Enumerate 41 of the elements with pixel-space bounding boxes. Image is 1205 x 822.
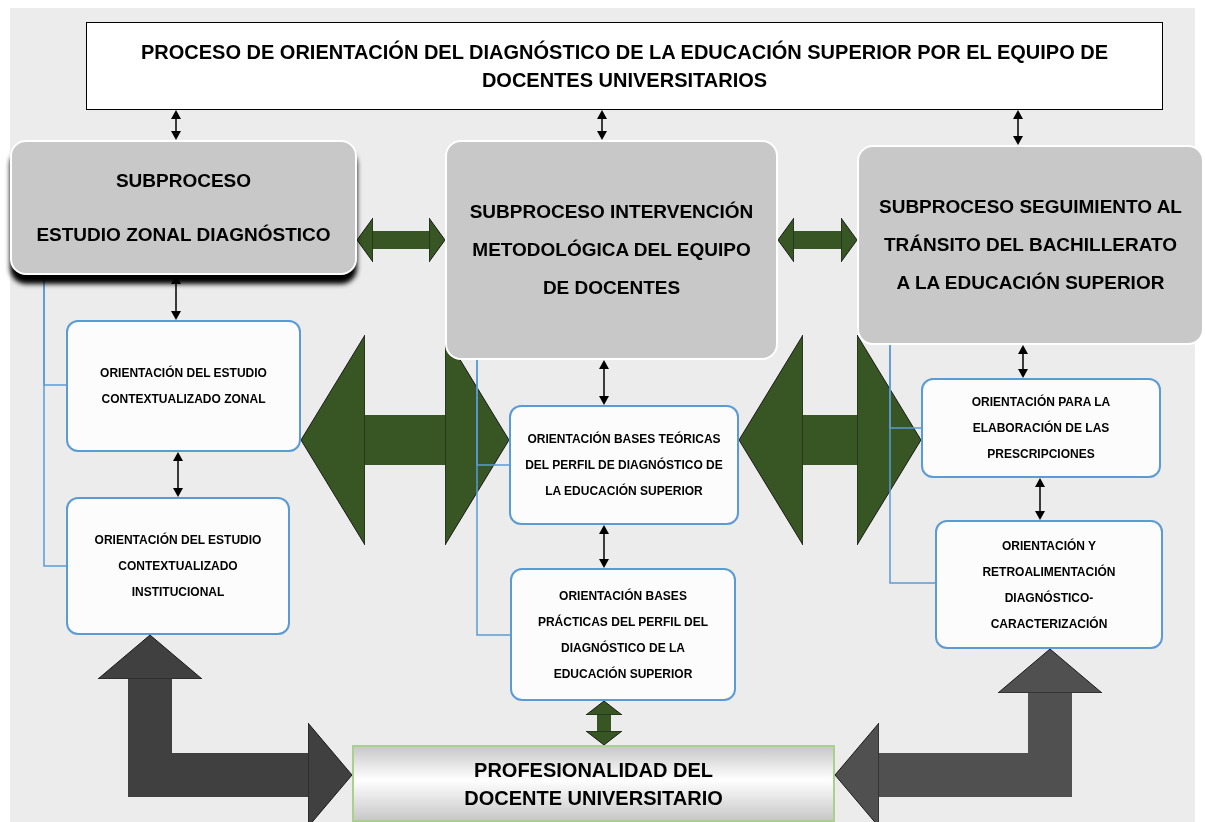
task-box (510, 568, 736, 701)
node-text: PROCESO DE ORIENTACIÓN DEL DIAGNÓSTICO DE LA EDUCACIÓN SUPERIOR POR EL EQUIPO DE DOCENTES UNIVERSITARIOS (139, 39, 1110, 93)
task-box (935, 520, 1163, 649)
arrow (597, 110, 607, 140)
arrow (1018, 345, 1028, 378)
node-text: ORIENTACIÓN DEL ESTUDIO CONTEXTUALIZADO INSTITUCIONAL (93, 531, 263, 601)
node-text: PROFESIONALIDAD DEL DOCENTE UNIVERSITARIO (463, 757, 724, 811)
node-text: ORIENTACIÓN BASES TEÓRICAS DEL PERFIL DE DIAGNÓSTICO DE LA EDUCACIÓN SUPERIOR (524, 430, 724, 500)
arrow (1013, 110, 1023, 145)
node-text: SUBPROCESO (115, 168, 252, 193)
task-box (66, 497, 290, 635)
block-arrow (777, 217, 858, 263)
node-text: ORIENTACIÓN Y RETROALIMENTACIÓN DIAGNÓSTICO-CARACTERIZACIÓN (981, 537, 1117, 633)
block-arrow (585, 700, 623, 746)
block-arrow (834, 648, 1103, 822)
arrow (599, 525, 609, 568)
node-text: ORIENTACIÓN DEL ESTUDIO CONTEXTUALIZADO ZONAL (99, 364, 268, 408)
task-box (509, 405, 739, 525)
subprocess-box (857, 145, 1204, 345)
arrow (171, 110, 181, 140)
node-text: ORIENTACIÓN PARA LA ELABORACIÓN DE LAS PRESCRIPCIONES (970, 393, 1112, 463)
result-box (352, 745, 835, 822)
node-text: ESTUDIO ZONAL DIAGNÓSTICO (36, 222, 331, 247)
node-text: ORIENTACIÓN BASES PRÁCTICAS DEL PERFIL DEL DIAGNÓSTICO DE LA EDUCACIÓN SUPERIOR (536, 587, 710, 683)
subprocess-box (445, 140, 778, 360)
task-box (66, 320, 301, 452)
arrow (173, 452, 183, 497)
arrow (1035, 478, 1045, 520)
task-box (921, 378, 1161, 478)
subprocess-box (10, 140, 357, 275)
arrow (599, 360, 609, 405)
block-arrow (97, 634, 353, 822)
block-arrow (738, 334, 922, 546)
block-arrow (356, 217, 446, 263)
connector-line (476, 359, 511, 636)
node-text: SUBPROCESO INTERVENCIÓN METODOLÓGICA DEL EQUIPO DE DOCENTES (468, 200, 755, 300)
connector-line (889, 344, 936, 584)
title-box (86, 22, 1163, 110)
node-text: SUBPROCESO SEGUIMIENTO AL TRÁNSITO DEL BACHILLERATO A LA EDUCACIÓN SUPERIOR (878, 195, 1183, 295)
connector-line (43, 274, 67, 567)
arrow (171, 275, 181, 320)
